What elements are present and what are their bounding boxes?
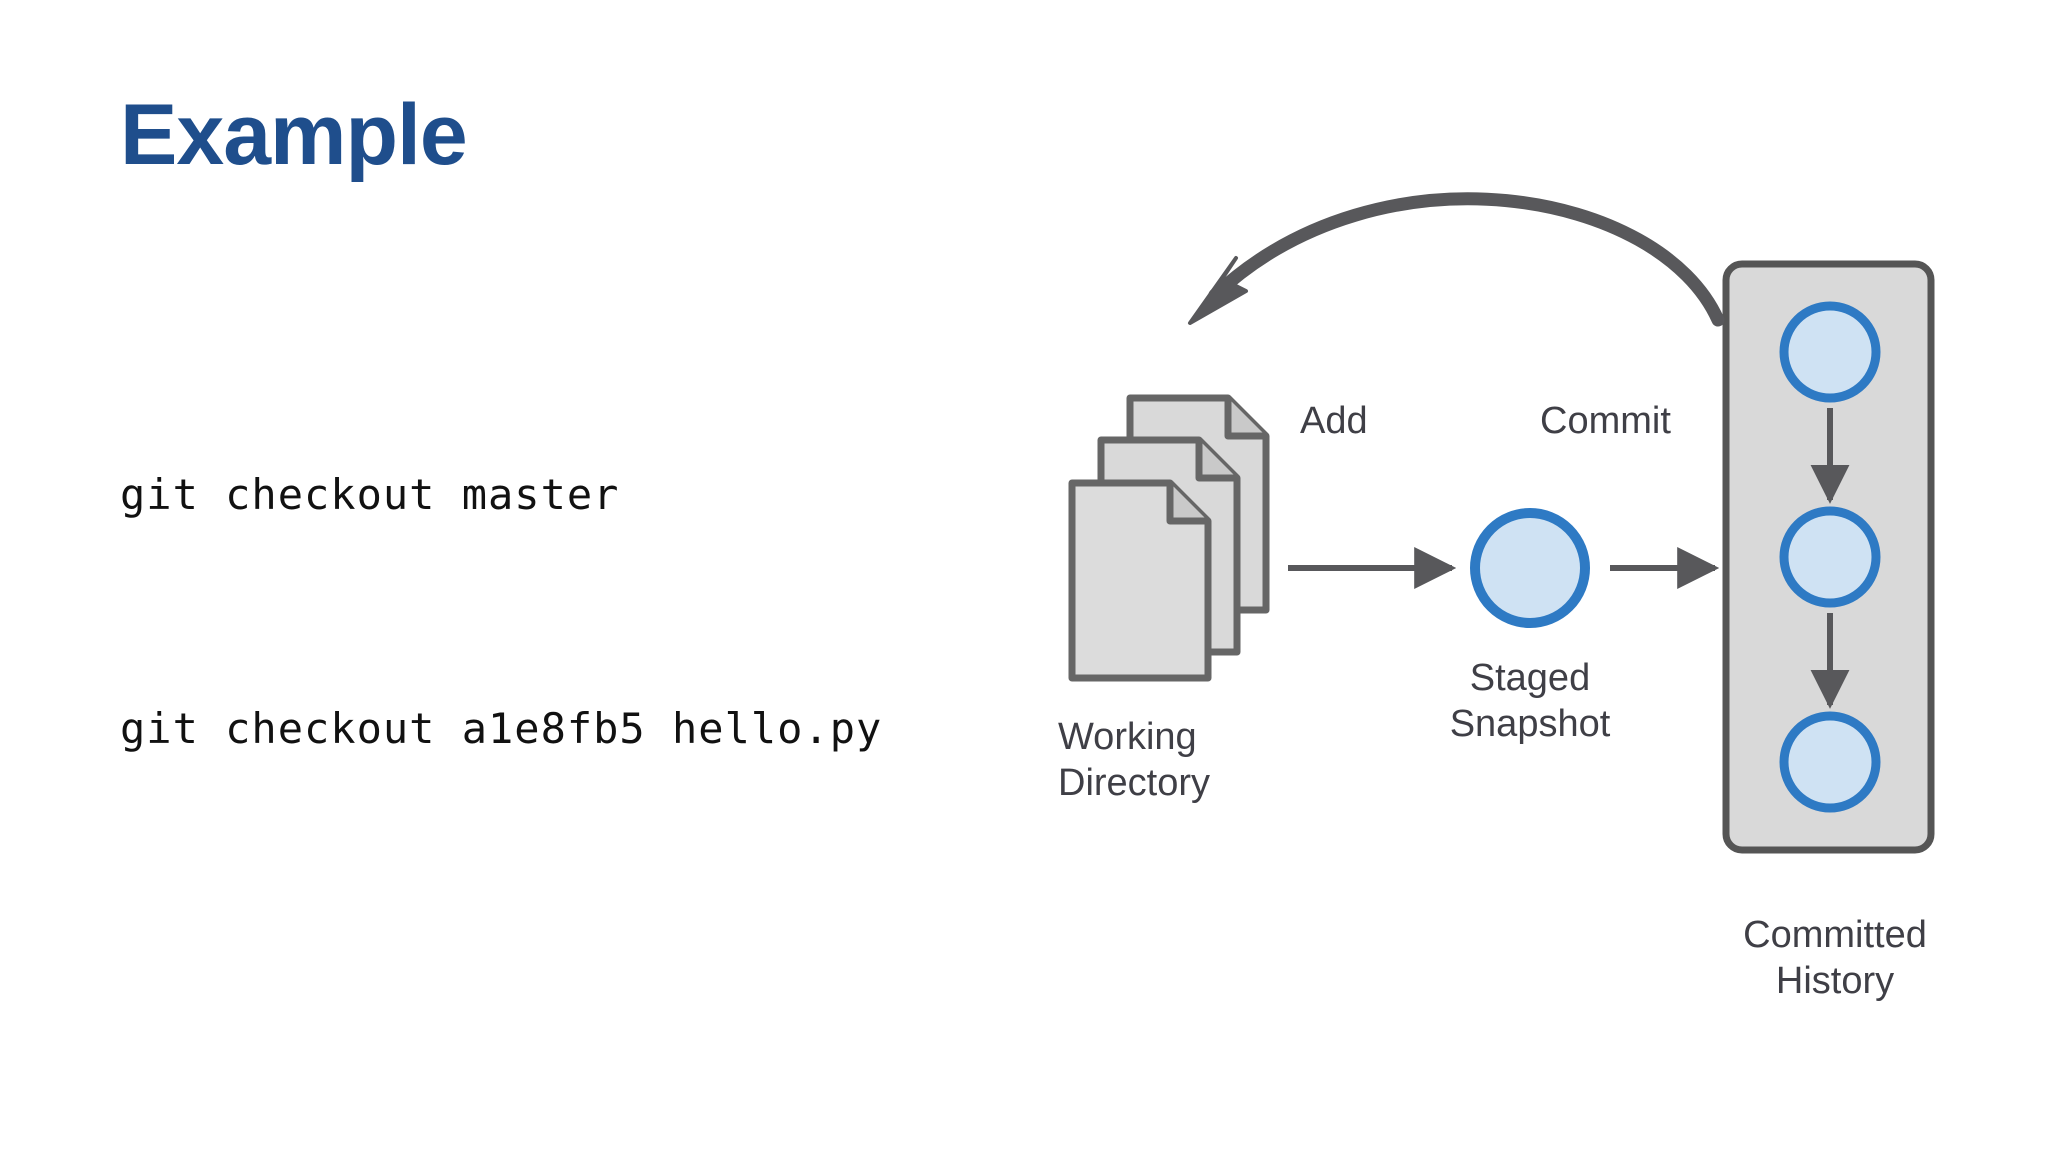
committed-history-container	[1722, 260, 1935, 854]
node-label-committed-history: Committed History	[1743, 914, 1927, 1003]
edge-label-add: Add	[1300, 400, 1368, 442]
working-directory-stack	[1068, 394, 1270, 682]
code-line-2: git checkout a1e8fb5 hello.py	[120, 704, 883, 753]
code-line-1: git checkout master	[120, 470, 620, 519]
checkout-curved-arrow	[1188, 192, 1725, 327]
node-label-staged-snapshot: Staged Snapshot	[1449, 657, 1611, 746]
edge-label-commit: Commit	[1540, 400, 1671, 442]
node-label-working-directory: Working Directory	[1058, 716, 1211, 805]
commit-node-3	[1779, 711, 1881, 813]
commit-node-2	[1779, 506, 1881, 608]
document-icon-front	[1068, 479, 1212, 682]
staged-snapshot-node	[1470, 508, 1590, 628]
code-block: git checkout master git checkout a1e8fb5…	[120, 300, 882, 924]
page-title: Example	[120, 87, 468, 183]
commit-node-1	[1779, 301, 1881, 403]
